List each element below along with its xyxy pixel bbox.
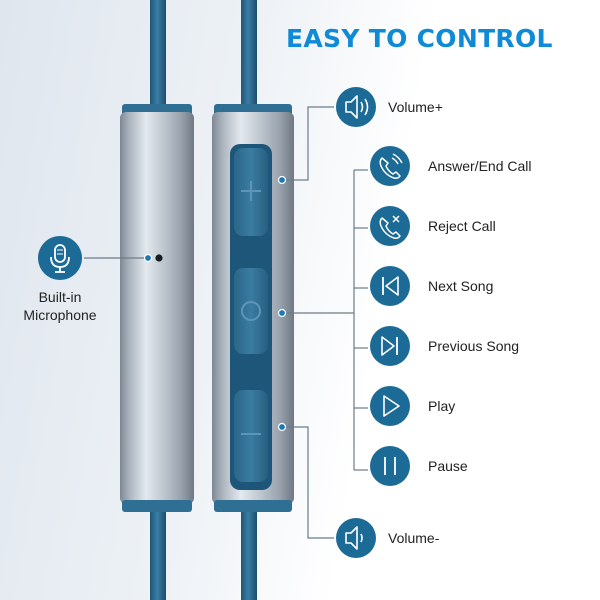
page-title: EASY TO CONTROL — [286, 24, 553, 53]
function-label-answer-end-call: Answer/End Call — [428, 158, 532, 174]
connector-lines — [84, 106, 368, 539]
function-label-previous-song: Previous Song — [428, 338, 520, 354]
left-cable-bottom — [150, 508, 166, 600]
microphone-label: Built-in Microphone — [10, 288, 110, 324]
skip-forward-icon — [370, 326, 410, 366]
left-cable-top — [150, 0, 166, 112]
play-icon — [370, 386, 410, 426]
right-cable-bottom — [241, 508, 257, 600]
microphone-icon — [38, 236, 82, 280]
speaker-volume-down-icon — [336, 518, 376, 558]
volume-down-button[interactable] — [234, 390, 268, 482]
phone-ringing-icon — [370, 146, 410, 186]
function-label-play: Play — [428, 398, 456, 414]
pause-icon — [370, 446, 410, 486]
skip-back-icon — [370, 266, 410, 306]
phone-reject-icon — [370, 206, 410, 246]
function-label-reject-call: Reject Call — [428, 218, 496, 234]
microphone-hole — [155, 254, 163, 262]
function-label-pause: Pause — [428, 458, 468, 474]
microphone-label-line2: Microphone — [23, 307, 97, 323]
multi-function-button[interactable] — [234, 268, 268, 354]
volume-up-button[interactable] — [234, 148, 268, 236]
connector-dots — [143, 175, 287, 432]
function-label-volume-up: Volume+ — [388, 99, 443, 115]
function-label-next-song: Next Song — [428, 278, 494, 294]
speaker-volume-up-icon — [336, 87, 376, 127]
microphone-housing — [120, 104, 194, 512]
function-label-volume-down: Volume- — [388, 530, 440, 546]
microphone-label-line1: Built-in — [38, 289, 82, 305]
right-cable-top — [241, 0, 257, 112]
